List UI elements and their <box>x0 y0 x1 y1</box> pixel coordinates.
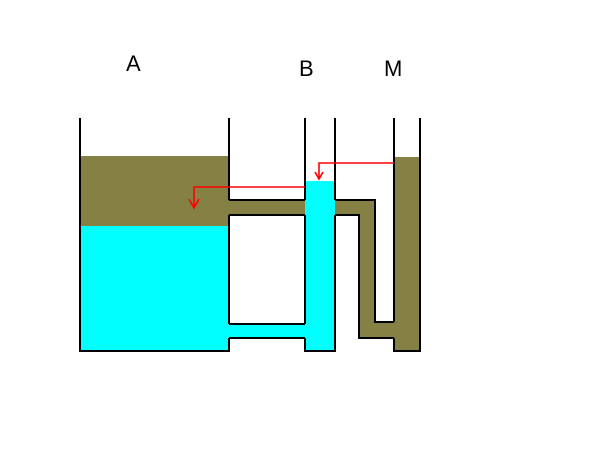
oil-path-inner-wall <box>335 214 394 339</box>
label-a: A <box>126 51 141 76</box>
oil-path-outer-wall <box>335 199 394 323</box>
label-m: M <box>384 56 402 81</box>
arrow-b-to-a <box>193 186 305 207</box>
container-a-oil <box>80 156 229 226</box>
oil-channel-down <box>359 200 375 338</box>
tube-m-oil <box>394 157 420 350</box>
arrow-m-to-b <box>318 162 394 178</box>
oil-channel-bottom <box>359 322 394 338</box>
arrow-b-to-a-head <box>188 198 200 210</box>
tube-b-water <box>305 181 335 350</box>
arrow-m-to-b-head <box>314 171 324 181</box>
oil-channel-a-b <box>229 200 305 215</box>
container-a-water <box>80 226 229 350</box>
label-b: B <box>299 56 314 81</box>
water-channel-a-b <box>229 324 305 338</box>
